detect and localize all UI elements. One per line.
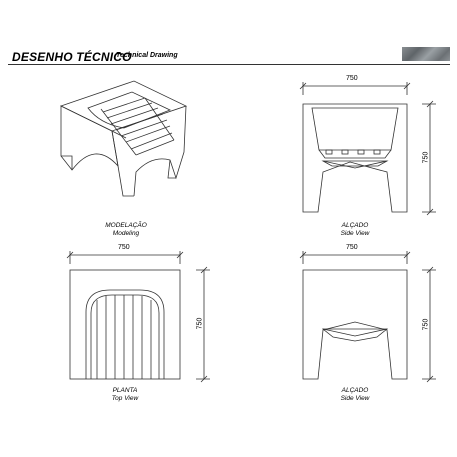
dim-width-label: 750 <box>346 75 358 82</box>
plan-slats <box>96 295 152 379</box>
caption-sublabel: Side View <box>340 230 370 237</box>
page-title: DESENHO TÉCNICO <box>12 50 132 64</box>
caption-label: ALÇADO <box>341 222 369 229</box>
caption-sublabel: Top View <box>111 395 139 402</box>
slat-end <box>325 149 333 155</box>
page-subtitle: Technical Drawing <box>116 52 178 59</box>
iso-seat-slats <box>100 97 175 156</box>
slat-end <box>373 149 381 155</box>
dim-height-label: 750 <box>422 151 430 164</box>
caption-label: PLANTA <box>112 387 138 394</box>
caption-modeling: MODELAÇÃO Modeling <box>76 222 176 238</box>
caption-side-view-top: ALÇADO Side View <box>305 222 405 238</box>
isometric-model <box>59 80 188 197</box>
caption-sublabel: Side View <box>340 395 370 402</box>
caption-label: MODELAÇÃO <box>105 222 147 229</box>
dim-height-label: 750 <box>422 318 430 331</box>
plan-view <box>66 251 210 383</box>
iso-inner-opening <box>87 91 172 129</box>
side-seat <box>321 328 389 342</box>
material-swatch <box>402 47 450 61</box>
plan-outline <box>69 269 181 380</box>
plan-inner-arch <box>85 289 165 379</box>
side-body-outline <box>302 269 408 380</box>
side-seat <box>321 160 389 167</box>
header-rule <box>8 64 450 65</box>
dim-width-label: 750 <box>346 244 358 251</box>
dim-height-label: 750 <box>196 317 204 330</box>
iso-front-edge <box>111 130 134 197</box>
drawing-header: DESENHO TÉCNICO Technical Drawing <box>8 44 450 66</box>
caption-sublabel: Modeling <box>112 230 140 237</box>
caption-label: ALÇADO <box>341 387 369 394</box>
iso-right-face <box>133 105 187 197</box>
side-view-bottom <box>299 251 436 383</box>
slat-end <box>341 149 349 155</box>
iso-top-face <box>59 80 188 132</box>
caption-plan: PLANTA Top View <box>75 387 175 403</box>
dim-width-label: 750 <box>118 244 130 251</box>
side-view-top <box>299 82 436 216</box>
iso-left-face <box>60 105 119 171</box>
slat-end <box>357 149 365 155</box>
side-body-outline <box>302 103 408 213</box>
side-backrest <box>311 107 399 151</box>
caption-side-view-bottom: ALÇADO Side View <box>305 387 405 403</box>
